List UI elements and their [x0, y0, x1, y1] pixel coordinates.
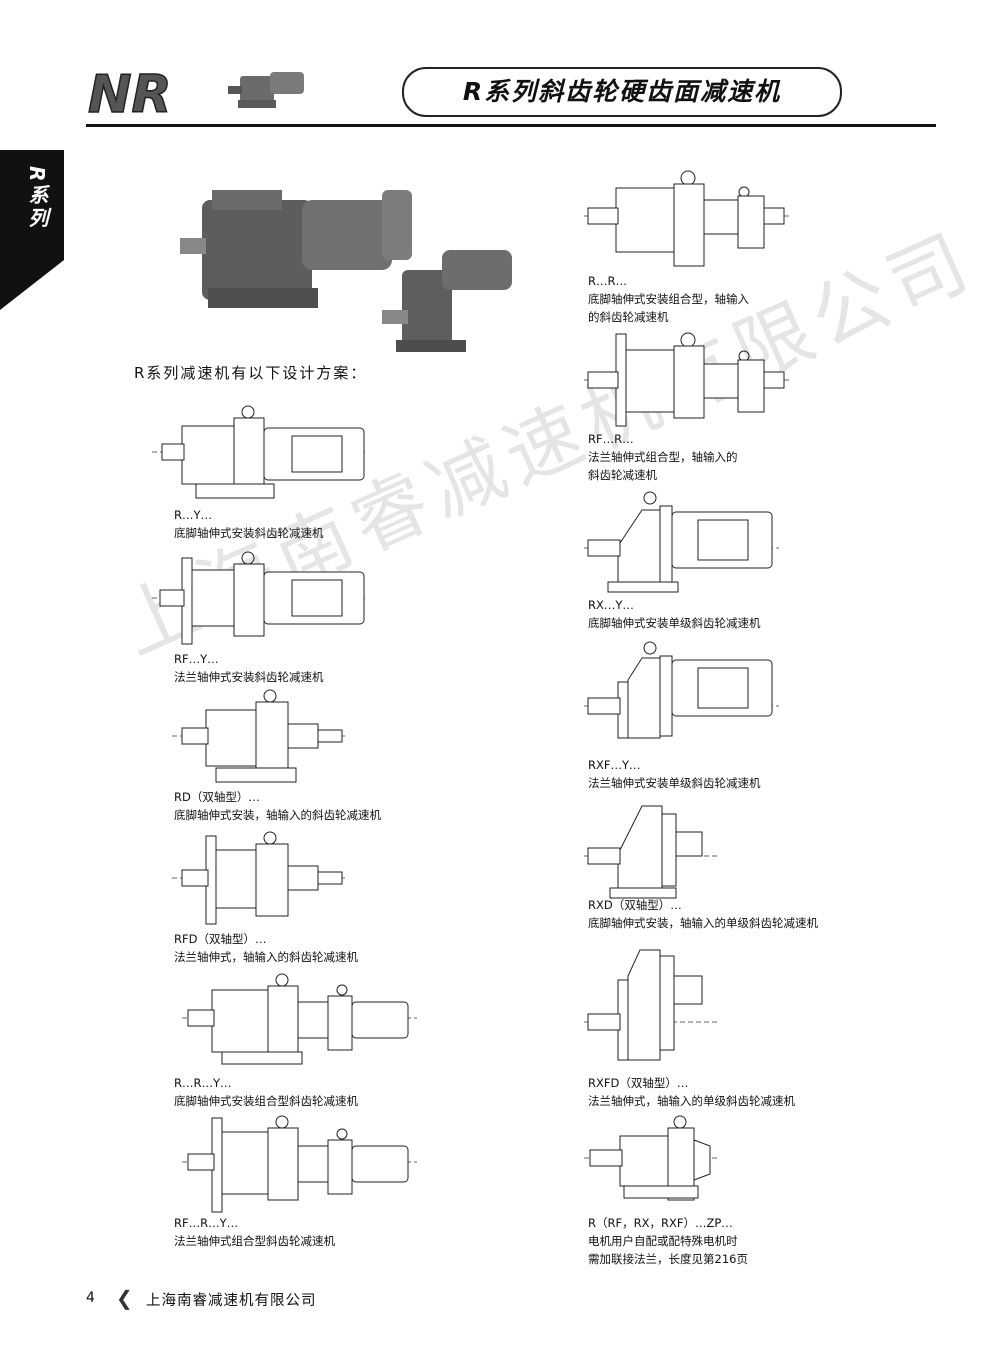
caption-code: RFD（双轴型）… — [174, 932, 267, 946]
caption-rf-r: RF…R… 法兰轴伸式组合型，轴输入的 斜齿轮减速机 — [588, 430, 738, 484]
caption-desc-2: 需加联接法兰，长度见第216页 — [588, 1252, 748, 1266]
diagram-rxd — [584, 805, 719, 899]
caption-code: RF…R… — [588, 432, 634, 446]
caption-code: R…Y… — [174, 508, 213, 522]
caption-desc: 法兰轴伸式，轴输入的单级斜齿轮减速机 — [588, 1094, 795, 1108]
caption-code: R…R…Y… — [174, 1076, 232, 1090]
company-logo: NR — [87, 64, 172, 120]
caption-zp: R（RF，RX，RXF）…ZP… 电机用户自配或配特殊电机时 需加联接法兰，长度… — [588, 1214, 748, 1268]
svg-text:NR: NR — [88, 65, 172, 120]
caption-r-r-y: R…R…Y… 底脚轴伸式安装组合型斜齿轮减速机 — [174, 1074, 358, 1110]
caption-desc: 法兰轴伸式组合型斜齿轮减速机 — [174, 1234, 335, 1248]
diagram-r-y — [152, 405, 367, 499]
diagram-r-r — [584, 170, 789, 267]
caption-rf-r-y: RF…R…Y… 法兰轴伸式组合型斜齿轮减速机 — [174, 1214, 335, 1250]
side-tab — [0, 150, 64, 310]
header-rule — [86, 124, 936, 127]
caption-code: RF…R…Y… — [174, 1216, 239, 1230]
caption-code: RXD（双轴型）… — [588, 898, 682, 912]
caption-desc: 底脚轴伸式安装组合型，轴输入 — [588, 292, 749, 306]
chevron-left-icon: ❮ — [116, 1286, 133, 1310]
caption-rfd: RFD（双轴型）… 法兰轴伸式，轴输入的斜齿轮减速机 — [174, 930, 358, 966]
side-tab-label: R系列 — [25, 166, 49, 231]
caption-desc: 电机用户自配或配特殊电机时 — [588, 1234, 738, 1248]
caption-code: R…R… — [588, 274, 627, 288]
caption-desc: 法兰轴伸式安装斜齿轮减速机 — [174, 670, 324, 684]
caption-desc-2: 的斜齿轮减速机 — [588, 310, 669, 324]
caption-desc: 底脚轴伸式安装，轴输入的单级斜齿轮减速机 — [588, 916, 818, 930]
caption-desc-2: 斜齿轮减速机 — [588, 468, 657, 482]
diagram-rxfd — [584, 949, 719, 1061]
caption-desc: 底脚轴伸式安装单级斜齿轮减速机 — [588, 616, 761, 630]
caption-rx-y: RX…Y… 底脚轴伸式安装单级斜齿轮减速机 — [588, 596, 761, 632]
caption-rd: RD（双轴型）… 底脚轴伸式安装，轴输入的斜齿轮减速机 — [174, 788, 381, 824]
diagram-rx-y — [584, 491, 779, 593]
caption-code: RF…Y… — [174, 652, 219, 666]
caption-desc: 底脚轴伸式安装组合型斜齿轮减速机 — [174, 1094, 358, 1108]
caption-code: RX…Y… — [588, 598, 634, 612]
intro-text: R系列减速机有以下设计方案： — [134, 364, 368, 382]
header-gearbox-photo — [228, 72, 304, 108]
diagram-rf-r-y — [182, 1115, 417, 1213]
page-title: R系列斜齿轮硬齿面减速机 — [462, 77, 782, 106]
diagram-rfd — [172, 831, 347, 925]
page-number: 4 — [86, 1290, 95, 1306]
diagram-r-r-y — [182, 973, 417, 1065]
diagram-rf-y — [152, 551, 367, 645]
caption-rf-y: RF…Y… 法兰轴伸式安装斜齿轮减速机 — [174, 650, 324, 686]
caption-desc: 法兰轴伸式组合型，轴输入的 — [588, 450, 738, 464]
caption-desc: 法兰轴伸式，轴输入的斜齿轮减速机 — [174, 950, 358, 964]
diagram-rxf-y — [584, 641, 779, 739]
caption-desc: 法兰轴伸式安装单级斜齿轮减速机 — [588, 776, 761, 790]
caption-rxfd: RXFD（双轴型）… 法兰轴伸式，轴输入的单级斜齿轮减速机 — [588, 1074, 795, 1110]
caption-code: R（RF，RX，RXF）…ZP… — [588, 1216, 733, 1230]
caption-desc: 底脚轴伸式安装，轴输入的斜齿轮减速机 — [174, 808, 381, 822]
diagram-rd — [172, 689, 347, 783]
caption-code: RXF…Y… — [588, 758, 641, 772]
caption-rxd: RXD（双轴型）… 底脚轴伸式安装，轴输入的单级斜齿轮减速机 — [588, 896, 818, 932]
title-frame — [402, 67, 842, 117]
caption-r-r: R…R… 底脚轴伸式安装组合型，轴输入 的斜齿轮减速机 — [588, 272, 749, 326]
product-photo — [180, 190, 512, 352]
diagram-zp — [584, 1115, 719, 1201]
caption-r-y: R…Y… 底脚轴伸式安装斜齿轮减速机 — [174, 506, 324, 542]
caption-rxf-y: RXF…Y… 法兰轴伸式安装单级斜齿轮减速机 — [588, 756, 761, 792]
footer-company: 上海南睿减速机有限公司 — [146, 1293, 317, 1309]
caption-code: RXFD（双轴型）… — [588, 1076, 689, 1090]
diagram-rf-r — [584, 332, 789, 427]
caption-code: RD（双轴型）… — [174, 790, 260, 804]
caption-desc: 底脚轴伸式安装斜齿轮减速机 — [174, 526, 324, 540]
